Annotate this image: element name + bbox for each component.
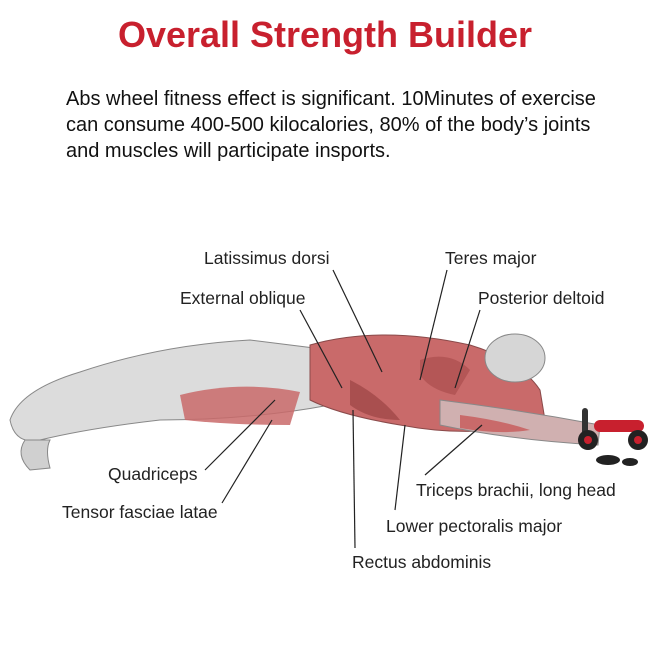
label-latissimus-dorsi: Latissimus dorsi xyxy=(204,248,330,268)
leader-line xyxy=(454,309,481,389)
label-triceps-brachii: Triceps brachii, long head xyxy=(416,480,616,500)
body-figure xyxy=(9,333,601,471)
leader-line xyxy=(332,269,383,373)
label-teres-major: Teres major xyxy=(445,248,537,268)
leader-line xyxy=(299,309,343,389)
description-line: can consume 400-500 kilocalories, 80% of… xyxy=(66,114,591,136)
label-posterior-deltoid: Posterior deltoid xyxy=(478,288,605,308)
label-quadriceps: Quadriceps xyxy=(108,464,198,484)
description-line: and muscles will participate insports. xyxy=(66,140,391,162)
ab-wheel-product xyxy=(578,408,648,466)
page-title: Overall Strength Builder xyxy=(117,14,533,55)
description-line: Abs wheel fitness effect is significant.… xyxy=(66,88,596,110)
leader-line xyxy=(221,419,273,504)
label-external-oblique: External oblique xyxy=(180,288,306,308)
leader-line xyxy=(394,424,406,511)
description: Abs wheel fitness effect is significant.… xyxy=(66,86,636,164)
leader-line xyxy=(204,399,276,471)
label-tensor-fasciae-latae: Tensor fasciae latae xyxy=(62,502,218,522)
label-rectus-abdominis: Rectus abdominis xyxy=(352,552,492,572)
leader-lines xyxy=(204,269,483,549)
label-lower-pectoralis-major: Lower pectoralis major xyxy=(386,516,563,536)
leader-line xyxy=(424,424,483,476)
leader-line xyxy=(352,409,356,549)
leader-line xyxy=(419,269,448,381)
